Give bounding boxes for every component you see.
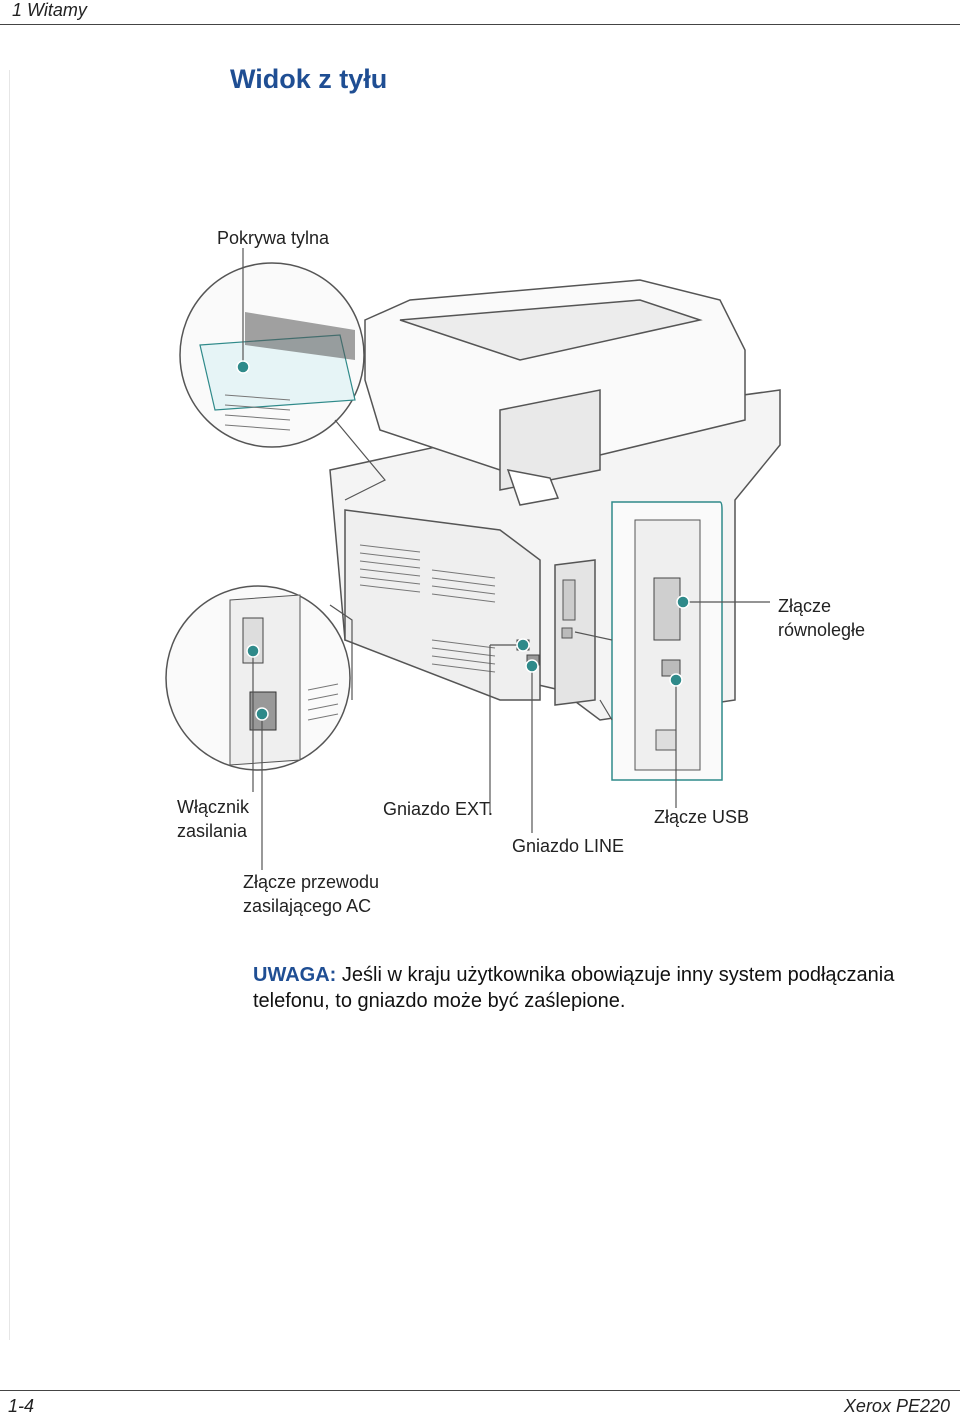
usb-port-small bbox=[561, 627, 573, 639]
power-detail bbox=[165, 585, 353, 771]
callout-dots bbox=[236, 360, 690, 721]
parallel-port-small bbox=[562, 579, 576, 621]
footer-rule bbox=[0, 1390, 960, 1391]
printer-body bbox=[329, 279, 781, 721]
label-power-switch-2: zasilania bbox=[177, 821, 248, 841]
label-ext-jack: Gniazdo EXT. bbox=[383, 799, 494, 819]
callout-lines bbox=[242, 248, 770, 870]
product-name: Xerox PE220 bbox=[843, 1396, 950, 1416]
page-number: 1-4 bbox=[8, 1396, 35, 1416]
page-header: 1 Witamy bbox=[0, 0, 960, 24]
margin-line bbox=[9, 70, 10, 1340]
label-parallel-2: równoległe bbox=[778, 620, 866, 640]
printer-rear-illustration bbox=[165, 248, 781, 870]
note-block: UWAGA: Jeśli w kraju użytkownika obowiąz… bbox=[253, 962, 933, 1014]
chapter-heading: 1 Witamy bbox=[12, 0, 87, 20]
header-rule bbox=[0, 24, 960, 25]
rear-vents bbox=[359, 544, 496, 673]
connectors-detail bbox=[574, 501, 723, 781]
page-title: Widok z tyłu bbox=[230, 64, 388, 94]
label-usb: Złącze USB bbox=[654, 807, 750, 827]
label-power-switch-1: Włącznik bbox=[177, 797, 250, 817]
note-text: Jeśli w kraju użytkownika obowiązuje inn… bbox=[253, 964, 895, 1012]
parallel-connector-drawn bbox=[653, 577, 681, 641]
rear-cover-detail bbox=[179, 262, 386, 501]
label-back-cover: Pokrywa tylna bbox=[217, 228, 330, 248]
note-key: UWAGA: bbox=[253, 964, 337, 986]
label-parallel-1: Złącze bbox=[778, 596, 832, 616]
label-ac-1: Złącze przewodu bbox=[243, 872, 380, 892]
label-line-jack: Gniazdo LINE bbox=[512, 836, 625, 856]
label-ac-2: zasilającego AC bbox=[243, 896, 372, 916]
